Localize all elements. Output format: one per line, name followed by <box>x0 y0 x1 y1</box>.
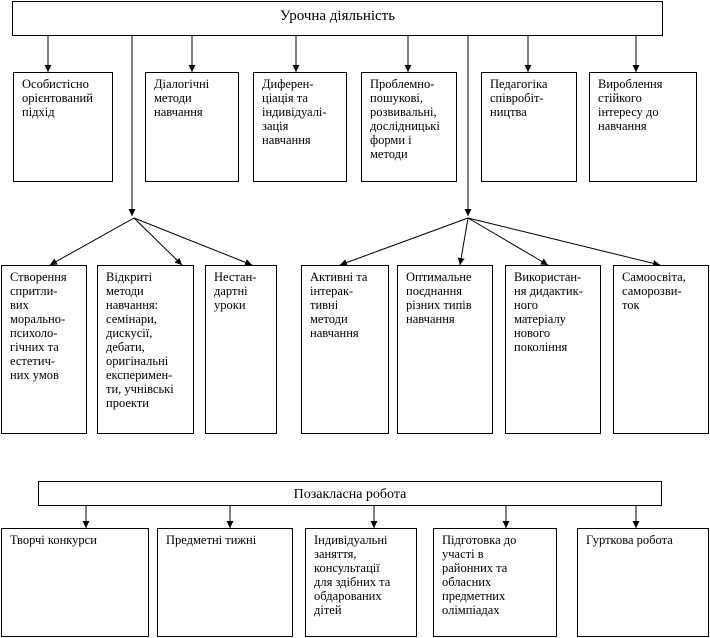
header-lesson-activity: Урочна діяльність <box>12 1 663 36</box>
box-optimal-combination: Оптимальне поєднання різних типів навчан… <box>397 265 493 434</box>
box-dialog-methods: Діалогічні методи навчання <box>145 72 239 182</box>
box-problem-methods: Проблемно- пошукові, розвивальні, дослід… <box>361 72 457 182</box>
header-extracurricular: Позакласна робота <box>38 481 662 506</box>
arrow-to-nonstandard-lessons <box>133 217 253 266</box>
arrow-to-active-methods <box>339 217 469 266</box>
header-extracurricular-title: Позакласна робота <box>293 487 407 502</box>
box-self-education: Самоосвіта, саморозви- ток <box>613 265 709 434</box>
box-interest: Вироблення стійкого інтересу до навчання <box>589 72 697 182</box>
box-conditions: Створення спритли- вих морально- психоло… <box>1 265 87 434</box>
box-didactic-material: Використан- ня дидактик- ного матеріалу … <box>505 265 601 434</box>
arrow-to-open-methods <box>133 217 183 266</box>
box-active-methods: Активні та інтерак- тивні методи навчанн… <box>301 265 389 434</box>
arrow-to-self-education <box>467 217 661 267</box>
arrow-to-conditions <box>49 217 135 266</box>
box-nonstandard-lessons: Нестан- дартні уроки <box>205 265 277 434</box>
box-individual-lessons: Індивідуальні заняття, консультації для … <box>305 528 417 637</box>
arrow-to-didactic-material <box>467 217 549 266</box>
box-creative-contests: Творчі конкурси <box>1 528 149 637</box>
box-club-work: Гурткова робота <box>577 528 709 637</box>
arrow-to-optimal-combination <box>457 217 469 266</box>
header-lesson-activity-title: Урочна діяльність <box>279 8 396 24</box>
box-personal-approach: Особистісно орієнтований підхід <box>13 72 113 182</box>
box-cooperation: Педагогіка співробіт- ництва <box>481 72 577 182</box>
box-differentiation: Диферен- ціація та індивідуалі- зація на… <box>253 72 347 182</box>
box-olympiad-preparation: Підготовка до участі в районних та облас… <box>433 528 557 637</box>
box-open-methods: Відкриті методи навчання: семінари, диск… <box>97 265 194 434</box>
box-subject-weeks: Предметні тижні <box>157 528 293 637</box>
